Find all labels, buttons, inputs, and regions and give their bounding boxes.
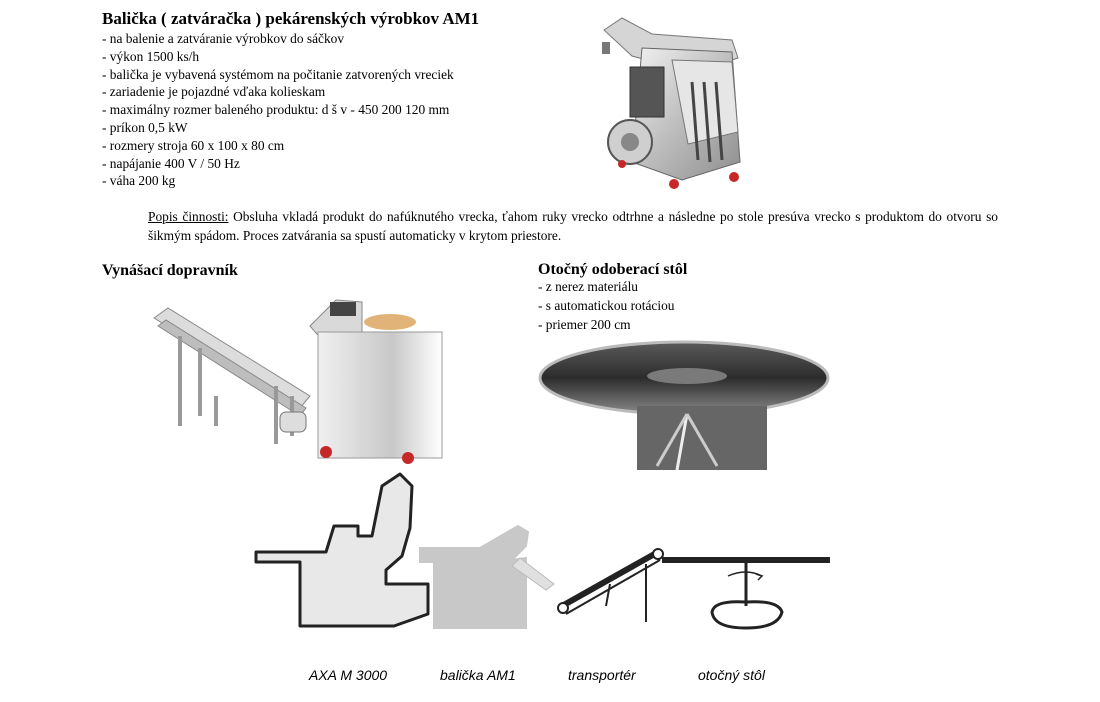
axa-machine-shape (254, 472, 430, 628)
spec-item: - rozmery stroja 60 x 100 x 80 cm (102, 137, 285, 153)
caption-rotary-table: otočný stôl (698, 667, 765, 683)
spec-item: - výkon 1500 ks/h (102, 48, 200, 64)
conveyor-heading: Vynášací dopravník (102, 262, 238, 279)
spec-item: - balička je vybavená systémom na počita… (102, 66, 454, 82)
rotary-table-shape (662, 557, 830, 630)
rotary-table-features: - z nerez materiálu - s automatickou rot… (538, 277, 674, 334)
rotary-table-photo (538, 340, 830, 471)
packing-machine-photo (602, 17, 741, 189)
packing-machine-shape (419, 524, 530, 629)
description-text: Obsluha vkladá produkt do nafúknutého vr… (148, 209, 998, 243)
feature-item: - z nerez materiálu (538, 279, 638, 294)
spec-item: - maximálny rozmer baleného produktu: d … (102, 102, 450, 118)
page-title: Balička ( zatváračka ) pekárenských výro… (102, 9, 480, 28)
feature-item: - s automatickou rotáciou (538, 298, 675, 313)
spec-list: - na balenie a zatváranie výrobkov do sá… (102, 30, 454, 190)
spec-item: - napájanie 400 V / 50 Hz (102, 155, 240, 171)
spec-item: - váha 200 kg (102, 173, 176, 189)
caption-axa: AXA M 3000 (309, 667, 388, 683)
spec-item: - zariadenie je pojazdné vďaka kolieskam (102, 84, 326, 100)
description-label: Popis činnosti: (148, 209, 229, 224)
conveyor-shape (557, 548, 664, 622)
spec-item: - na balenie a zatváranie výrobkov do sá… (102, 31, 345, 46)
feature-item: - priemer 200 cm (538, 317, 631, 332)
rotary-table-heading: Otočný odoberací stôl (538, 261, 688, 278)
line-layout-diagram (254, 472, 830, 630)
conveyor-photo (153, 299, 443, 464)
caption-balicka: balička AM1 (440, 667, 516, 683)
spec-item: - príkon 0,5 kW (102, 119, 188, 135)
operation-description: Popis činnosti: Obsluha vkladá produkt d… (148, 207, 998, 245)
caption-transporter: transportér (568, 667, 636, 683)
